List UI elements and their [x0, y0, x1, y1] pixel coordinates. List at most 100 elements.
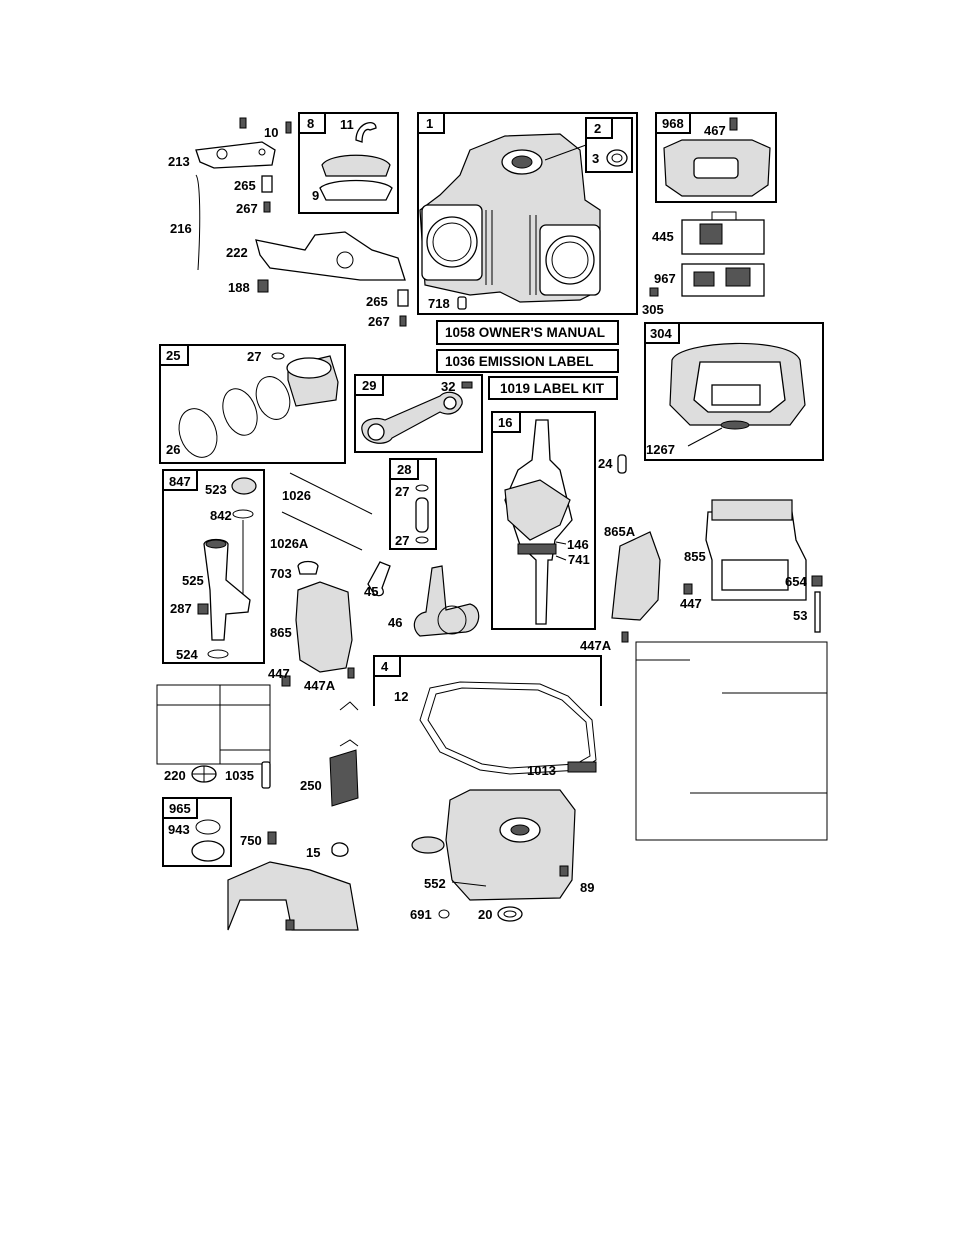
reference-table-left — [156, 684, 271, 765]
part-750-screw — [267, 831, 277, 845]
label-26: 26 — [166, 442, 180, 457]
box-304-number: 304 — [650, 326, 672, 341]
label-213: 213 — [168, 154, 190, 169]
label-27c: 27 — [395, 533, 409, 548]
part-447A-screw — [347, 667, 355, 679]
part-46-camshaft — [413, 565, 480, 637]
box-847-dipstick: 847 523 842 525 287 524 — [162, 469, 265, 664]
part-703-clip — [297, 560, 319, 575]
box-29-number: 29 — [362, 378, 376, 393]
label-1026: 1026 — [282, 488, 311, 503]
part-305-screw — [649, 287, 659, 297]
label-250: 250 — [300, 778, 322, 793]
part-10-screw — [239, 117, 247, 129]
part-1267-grommet — [720, 420, 750, 430]
part-865-shield — [295, 581, 353, 673]
label-287: 287 — [170, 601, 192, 616]
camshaft-pushrod-group: 1026 1026A 703 45 46 865 447 447A — [268, 472, 480, 693]
label-216: 216 — [170, 221, 192, 236]
part-26-ring-3 — [255, 376, 291, 420]
label-467: 467 — [704, 123, 726, 138]
part-24-dowel — [617, 454, 627, 474]
part-1035-valve — [261, 761, 271, 789]
label-865A: 865A — [604, 524, 636, 539]
box-25-number: 25 — [166, 348, 180, 363]
box-968-air-cleaner: 968 467 445 967 305 — [642, 112, 777, 317]
part-45-tappet — [367, 561, 391, 597]
part-89-screw — [559, 865, 569, 877]
label-741: 741 — [568, 552, 590, 567]
bottom-left-parts: 220 1035 250 750 15 — [164, 701, 359, 931]
label-1013: 1013 — [527, 763, 556, 778]
part-265b-spring — [397, 289, 409, 307]
label-718: 718 — [428, 296, 450, 311]
part-1026-push-rod — [289, 472, 373, 515]
part-213-governor-lever — [195, 141, 276, 169]
box-28-piston-pin: 28 27 27 — [389, 458, 437, 550]
part-27-clip — [271, 352, 285, 360]
label-842: 842 — [210, 508, 232, 523]
part-718-dowel — [457, 296, 467, 310]
label-447Ab: 447A — [580, 638, 612, 653]
part-9-gasket — [319, 179, 393, 201]
part-267b-screw — [399, 315, 407, 327]
part-447b-screw — [683, 583, 693, 595]
label-3: 3 — [592, 151, 599, 166]
box-304-blower-housing: 304 1267 — [644, 322, 824, 461]
label-445: 445 — [652, 229, 674, 244]
label-46: 46 — [388, 615, 402, 630]
reference-table-right — [635, 641, 828, 841]
part-188-nut — [257, 279, 269, 293]
label-267: 267 — [236, 201, 258, 216]
label-267b: 267 — [368, 314, 390, 329]
label-1026A: 1026A — [270, 536, 309, 551]
part-11-breather-tube — [355, 122, 377, 143]
part-20-seal — [497, 906, 523, 922]
box-8-breather: 8 11 9 — [298, 112, 399, 214]
part-breather-cover — [321, 154, 391, 177]
box-965-gasket-set: 965 943 — [162, 797, 232, 867]
part-654-nut — [811, 575, 823, 587]
label-27: 27 — [247, 349, 261, 364]
part-467-knob — [729, 117, 738, 131]
label-53: 53 — [793, 608, 807, 623]
part-691-washer — [438, 909, 450, 919]
label-552: 552 — [424, 876, 446, 891]
part-267-screw — [263, 201, 271, 213]
label-967: 967 — [654, 271, 676, 286]
label-305: 305 — [642, 302, 664, 317]
label-525: 525 — [182, 573, 204, 588]
box-1-number: 1 — [426, 116, 433, 131]
label-188: 188 — [228, 280, 250, 295]
part-lower-shield — [227, 861, 359, 931]
part-445-air-filter — [681, 219, 765, 255]
label-691: 691 — [410, 907, 432, 922]
label-27b: 27 — [395, 484, 409, 499]
label-9: 9 — [312, 188, 319, 203]
box-965-number: 965 — [169, 801, 191, 816]
part-524-seal — [207, 649, 229, 659]
part-piston-pin — [415, 497, 429, 533]
label-524: 524 — [176, 647, 198, 662]
part-3-seal — [606, 149, 628, 167]
label-943: 943 — [168, 822, 190, 837]
kit-emission-label: 1036 EMISSION LABEL — [445, 354, 594, 369]
label-10: 10 — [264, 125, 278, 140]
label-24: 24 — [598, 456, 613, 471]
part-bottom-screw — [285, 919, 295, 931]
part-842-o-ring — [232, 509, 254, 519]
label-750: 750 — [240, 833, 262, 848]
part-287-screw — [197, 603, 209, 615]
label-146: 146 — [567, 537, 589, 552]
governor-linkage-group: 10 213 265 267 216 222 188 265 267 — [168, 117, 409, 329]
kit-label-kit: 1019 LABEL KIT — [500, 381, 605, 396]
box-968-number: 968 — [662, 116, 684, 131]
box-1-cylinder: 1 2 3 718 — [417, 112, 638, 315]
box-4-number: 4 — [381, 659, 389, 674]
part-865A-shield — [611, 531, 661, 621]
label-865: 865 — [270, 625, 292, 640]
box-25-piston: 25 27 26 — [159, 344, 346, 464]
part-32-screw — [461, 381, 473, 389]
part-943-cover — [191, 840, 225, 862]
